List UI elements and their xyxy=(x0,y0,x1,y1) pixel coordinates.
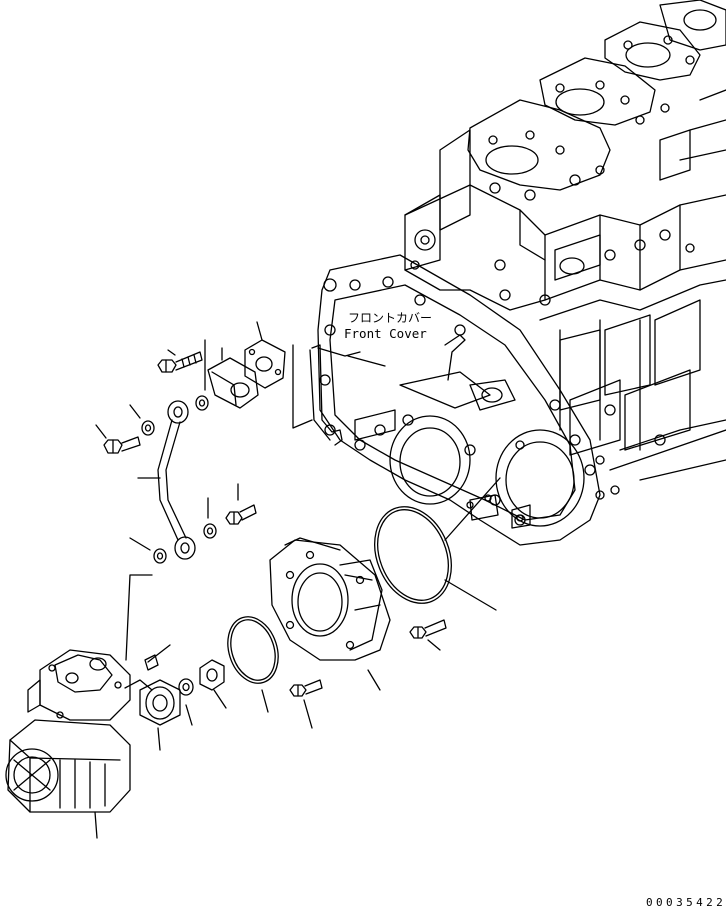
o-ring-icon xyxy=(374,506,497,611)
compressor-icon xyxy=(5,649,159,839)
washer-icon xyxy=(129,404,155,436)
callout-label-jp: フロントカバー xyxy=(348,311,432,325)
front-cover-icon xyxy=(317,254,605,546)
leader-bracket xyxy=(125,574,153,661)
o-ring-icon xyxy=(227,616,279,713)
callout-label-en: Front Cover xyxy=(344,326,427,341)
bolt-icon xyxy=(225,483,257,525)
leader-line xyxy=(444,477,501,541)
washer-icon xyxy=(129,537,167,564)
washer-icon xyxy=(178,678,194,726)
drawing-number: 00035422 xyxy=(646,896,726,909)
coupling-icon xyxy=(139,679,181,751)
engine-block-icon xyxy=(404,0,726,495)
bolt-icon xyxy=(409,619,447,651)
leader-line xyxy=(147,644,171,663)
bolt-icon xyxy=(95,424,141,454)
gasket-icon xyxy=(309,334,466,446)
leader-bracket xyxy=(292,344,313,429)
connector-icon xyxy=(207,347,259,409)
bolt-icon xyxy=(157,349,203,373)
washer-icon xyxy=(203,497,217,539)
bolt-icon xyxy=(289,679,323,729)
nut-icon xyxy=(199,659,227,709)
front-cover-callout: フロントカバー Front Cover xyxy=(344,311,432,367)
washer-icon xyxy=(195,395,209,411)
gasket-icon xyxy=(244,321,286,389)
gear-housing-icon xyxy=(269,537,391,691)
pipe-icon xyxy=(137,400,196,560)
